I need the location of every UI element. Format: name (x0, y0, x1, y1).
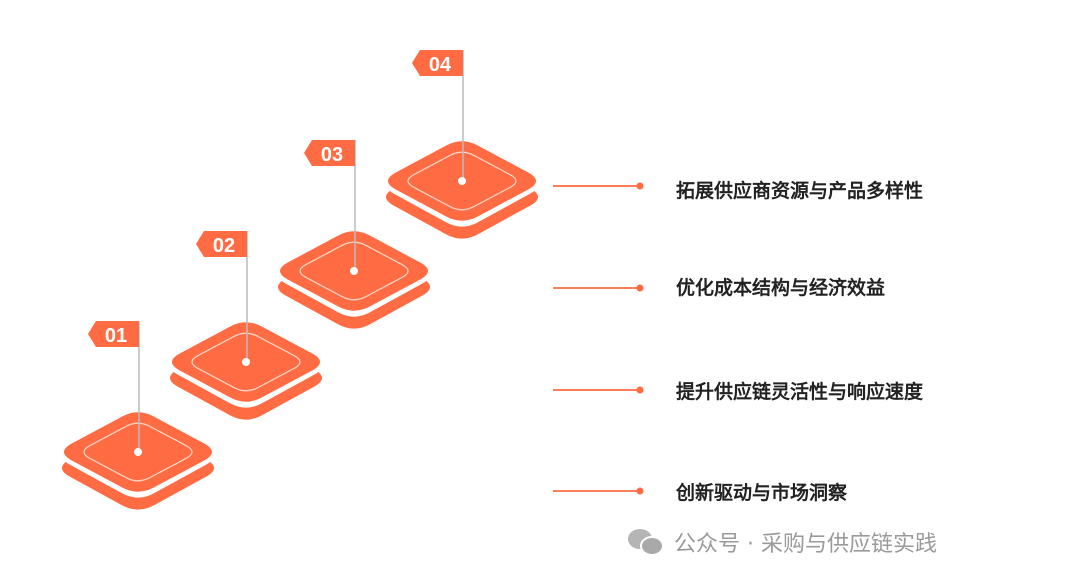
connector-dot (636, 182, 644, 190)
connector-dot (636, 386, 644, 394)
platform-inner-outline (83, 422, 193, 482)
center-dot (350, 267, 358, 275)
item-text-2: 提升供应链灵活性与响应速度 (676, 381, 924, 403)
step-flag (412, 50, 463, 76)
watermark-text: 公众号 · 采购与供应链实践 (674, 532, 937, 557)
step-number: 01 (105, 325, 127, 347)
step-flag (196, 231, 247, 257)
wechat-icon (628, 529, 664, 556)
center-dot (242, 358, 250, 366)
step-3: 03 (278, 140, 644, 329)
step-2: 02 (170, 231, 644, 420)
item-text-4: 拓展供应商资源与产品多样性 (676, 180, 924, 202)
center-dot (458, 177, 466, 185)
center-dot (134, 448, 142, 456)
platform-inner-outline (299, 241, 409, 301)
step-flag (304, 140, 355, 166)
watermark: 公众号 · 采购与供应链实践 (626, 526, 937, 558)
step-number: 03 (321, 144, 343, 166)
item-text-3: 优化成本结构与经济效益 (676, 277, 886, 299)
platform-inner-outline (191, 332, 301, 392)
step-number: 04 (429, 54, 452, 76)
step-1: 01 (62, 321, 644, 510)
step-flag (88, 321, 139, 347)
item-text-1: 创新驱动与市场洞察 (676, 482, 848, 504)
connector-dot (636, 487, 644, 495)
connector-dot (636, 284, 644, 292)
step-4: 04 (386, 50, 644, 239)
platform-inner-outline (407, 151, 517, 211)
step-number: 02 (213, 235, 235, 257)
